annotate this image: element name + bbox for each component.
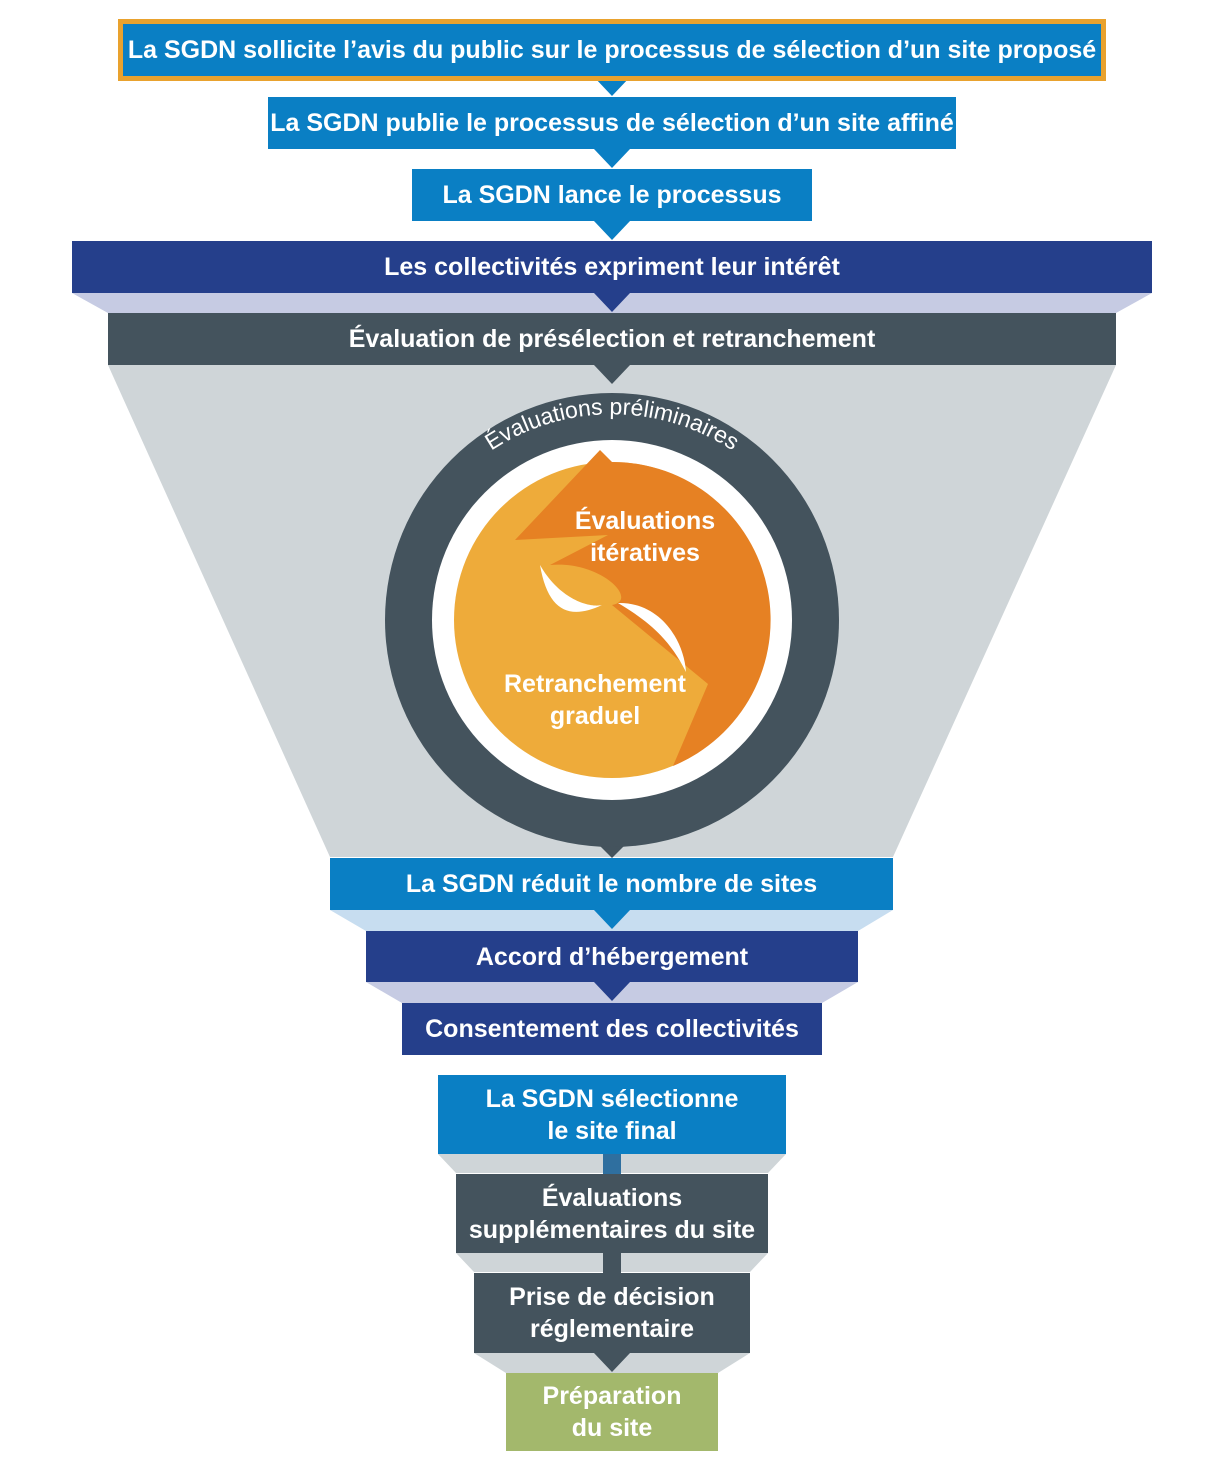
down-arrow-icon xyxy=(594,910,630,929)
step-label-line-2: supplémentaires du site xyxy=(468,1215,756,1244)
step-label-line-1: Préparation xyxy=(542,1382,682,1410)
gradual-cutoff-label: Retranchement graduel xyxy=(490,668,700,732)
label-line-1: Retranchement xyxy=(504,670,686,698)
step-label-line-1: Évaluations xyxy=(541,1183,683,1212)
label-line-2: graduel xyxy=(549,702,641,730)
step-public-feedback: La SGDN sollicite l’avis du public sur l… xyxy=(118,19,1106,81)
cycle-gap xyxy=(618,602,686,672)
cycle-gap xyxy=(540,565,602,612)
down-arrow-icon xyxy=(594,221,630,240)
label-line-1: Évaluations xyxy=(574,507,716,535)
step-launch-process: La SGDN lance le processus xyxy=(412,169,812,221)
step-label-line-1: La SGDN sélectionne xyxy=(485,1084,739,1113)
step-label: La SGDN publie le processus de sélection… xyxy=(270,109,954,137)
step-label: La SGDN réduit le nombre de sites xyxy=(405,870,818,898)
connector-line xyxy=(603,1154,621,1174)
step-label-line-2: réglementaire xyxy=(530,1315,694,1343)
step-hosting-agreement: Accord d’hébergement xyxy=(366,931,858,982)
step-community-consent: Consentement des collectivités xyxy=(402,1003,822,1055)
step-label: Évaluation de présélection et retranchem… xyxy=(348,325,876,353)
down-arrow-icon xyxy=(594,293,630,312)
step-publish-refined-process: La SGDN publie le processus de sélection… xyxy=(268,97,956,149)
step-communities-express-interest: Les collectivités expriment leur intérêt xyxy=(72,241,1152,293)
step-label: La SGDN lance le processus xyxy=(442,181,782,209)
step-preselection-evaluation: Évaluation de présélection et retranchem… xyxy=(108,313,1116,365)
step-label: Consentement des collectivités xyxy=(425,1015,799,1043)
connector-line xyxy=(603,1253,621,1273)
down-arrow-icon xyxy=(594,77,630,96)
step-regulatory-decision: Prise de décision réglementaire xyxy=(474,1273,750,1353)
step-select-final-site: La SGDN sélectionne le site final xyxy=(438,1075,786,1154)
down-arrow-icon xyxy=(594,982,630,1001)
step-label-line-2: le site final xyxy=(547,1116,677,1145)
step-additional-site-evaluations: Évaluations supplémentaires du site xyxy=(456,1174,768,1253)
down-arrow-icon xyxy=(594,365,630,384)
step-label: Les collectivités expriment leur intérêt xyxy=(384,253,840,281)
step-label-line-1: Prise de décision xyxy=(509,1283,715,1311)
step-site-preparation: Préparation du site xyxy=(506,1373,718,1451)
step-label: La SGDN sollicite l’avis du public sur l… xyxy=(127,36,1097,64)
step-label-line-2: du site xyxy=(571,1414,653,1442)
down-arrow-icon xyxy=(594,1353,630,1372)
step-reduce-sites: La SGDN réduit le nombre de sites xyxy=(330,858,893,910)
down-arrow-icon xyxy=(594,149,630,168)
iterative-evaluations-label: Évaluations itératives xyxy=(560,505,730,569)
label-line-2: itératives xyxy=(590,539,700,567)
step-label: Accord d’hébergement xyxy=(475,942,749,971)
